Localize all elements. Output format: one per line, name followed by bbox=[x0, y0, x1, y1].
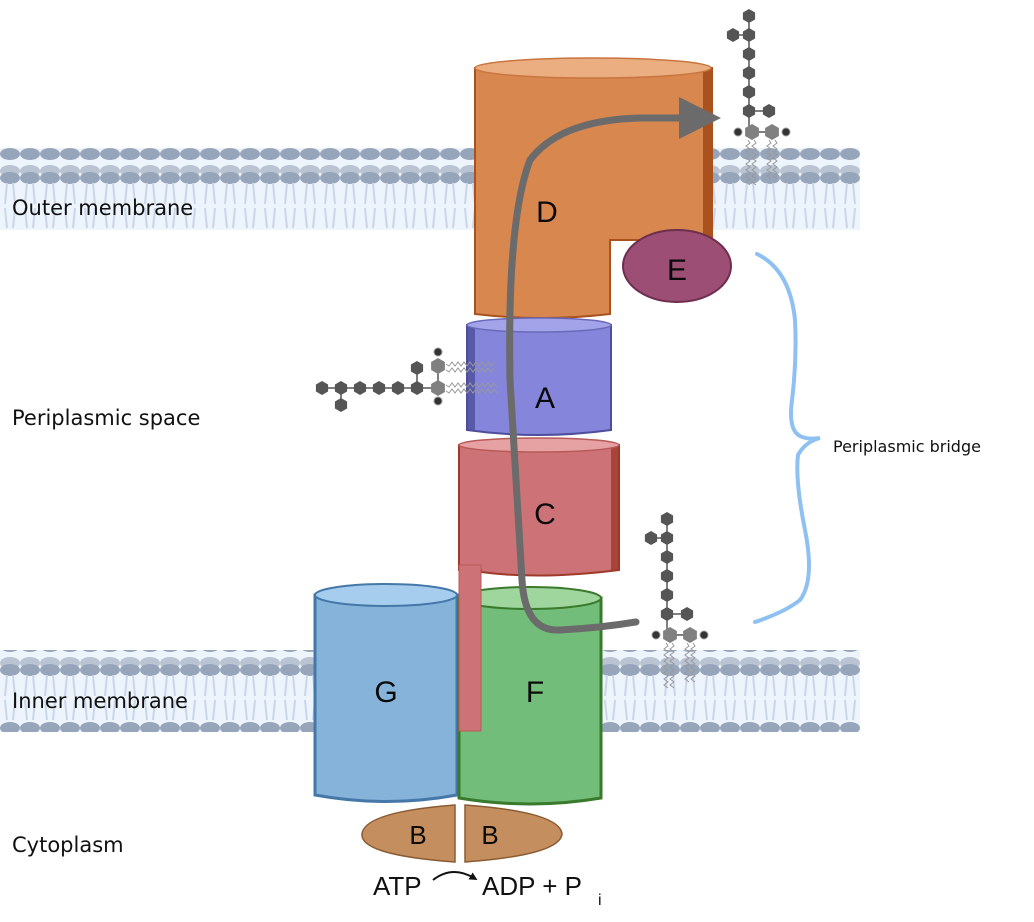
protein-b-left: B bbox=[361, 804, 456, 863]
lps-sugar bbox=[742, 9, 756, 23]
protein-d-label: D bbox=[536, 196, 558, 229]
protein-c: C bbox=[458, 437, 620, 577]
lps-sugar bbox=[660, 607, 674, 621]
lipid-a-sugar bbox=[745, 124, 759, 140]
periplasmic-bridge-label: Periplasmic bridge bbox=[833, 437, 981, 456]
lps-sugar bbox=[742, 66, 756, 80]
phosphate-icon bbox=[433, 347, 443, 357]
lipid-tail bbox=[751, 139, 757, 186]
periplasmic-bridge-brace bbox=[753, 252, 821, 624]
protein-d: D bbox=[474, 57, 713, 319]
lps-sugar bbox=[742, 28, 756, 42]
reaction-products: ADP + P bbox=[482, 871, 582, 901]
reaction-arrow-icon bbox=[432, 871, 478, 881]
lps-sugar bbox=[410, 381, 424, 395]
lipid-a-sugar bbox=[683, 627, 697, 643]
periplasmic-space-label: Periplasmic space bbox=[12, 406, 200, 430]
lps-sugar bbox=[660, 550, 674, 564]
lps-sugar bbox=[762, 104, 776, 118]
protein-a-label: A bbox=[535, 382, 555, 415]
lipid-tail bbox=[445, 367, 495, 373]
lps-transport-arrow bbox=[506, 97, 721, 634]
lps-sugar bbox=[353, 381, 367, 395]
protein-a: A bbox=[466, 317, 612, 436]
lipid-tail bbox=[772, 139, 778, 180]
protein-c-stalk bbox=[458, 564, 482, 732]
lipid-tail bbox=[745, 139, 751, 186]
cytoplasm-label: Cytoplasm bbox=[12, 833, 124, 857]
inner-membrane-label: Inner membrane bbox=[12, 689, 188, 713]
lps-sugar bbox=[391, 381, 405, 395]
lps-sugar bbox=[660, 588, 674, 602]
protein-f-label: F bbox=[526, 676, 544, 709]
protein-g: G bbox=[313, 583, 459, 803]
lipid-a-sugar bbox=[431, 380, 445, 396]
lps-sugar bbox=[660, 569, 674, 583]
protein-b-right-label: B bbox=[481, 820, 498, 850]
lps-sugar bbox=[334, 398, 348, 412]
protein-b-right: B bbox=[464, 804, 563, 863]
lipid-tail bbox=[690, 642, 696, 683]
lps-sugar bbox=[660, 512, 674, 526]
protein-e: E bbox=[622, 229, 732, 303]
reaction-substrate: ATP bbox=[373, 871, 422, 901]
lipid-tail bbox=[663, 642, 669, 689]
lps-sugar bbox=[660, 531, 674, 545]
lps-sugar bbox=[742, 104, 756, 118]
lps-sugar bbox=[742, 85, 756, 99]
phosphate-icon bbox=[651, 630, 661, 640]
lps-sugar bbox=[410, 361, 424, 375]
reaction-subscript: i bbox=[598, 892, 602, 909]
protein-g-label: G bbox=[374, 676, 397, 709]
lipid-a-sugar bbox=[431, 358, 445, 374]
lps-molecule-periplasmic bbox=[315, 347, 498, 412]
lps-sugar bbox=[334, 381, 348, 395]
outer-membrane-label: Outer membrane bbox=[12, 196, 193, 220]
lps-molecule-outer bbox=[726, 9, 791, 186]
lps-sugar bbox=[315, 381, 329, 395]
phosphate-icon bbox=[433, 396, 443, 406]
protein-e-label: E bbox=[667, 254, 687, 287]
lps-molecule-inner bbox=[644, 512, 709, 689]
lps-sugar bbox=[742, 47, 756, 61]
lps-sugar bbox=[372, 381, 386, 395]
lipid-tail bbox=[445, 388, 498, 394]
phosphate-icon bbox=[699, 630, 709, 640]
lps-sugar bbox=[644, 531, 658, 545]
phosphate-icon bbox=[781, 127, 791, 137]
lipid-tail bbox=[445, 361, 495, 367]
lps-sugar bbox=[726, 28, 740, 42]
outer-membrane bbox=[0, 148, 860, 230]
phosphate-icon bbox=[733, 127, 743, 137]
protein-c-label: C bbox=[534, 498, 556, 531]
lipid-a-sugar bbox=[765, 124, 779, 140]
lipid-tail bbox=[669, 642, 675, 689]
atp-hydrolysis-reaction: ATP ADP + P i bbox=[373, 871, 602, 909]
lipid-tail bbox=[684, 642, 690, 683]
lipid-tail bbox=[766, 139, 772, 180]
lipid-tail bbox=[445, 382, 498, 388]
protein-b-left-label: B bbox=[409, 820, 426, 850]
lipid-a-sugar bbox=[663, 627, 677, 643]
lps-sugar bbox=[680, 607, 694, 621]
